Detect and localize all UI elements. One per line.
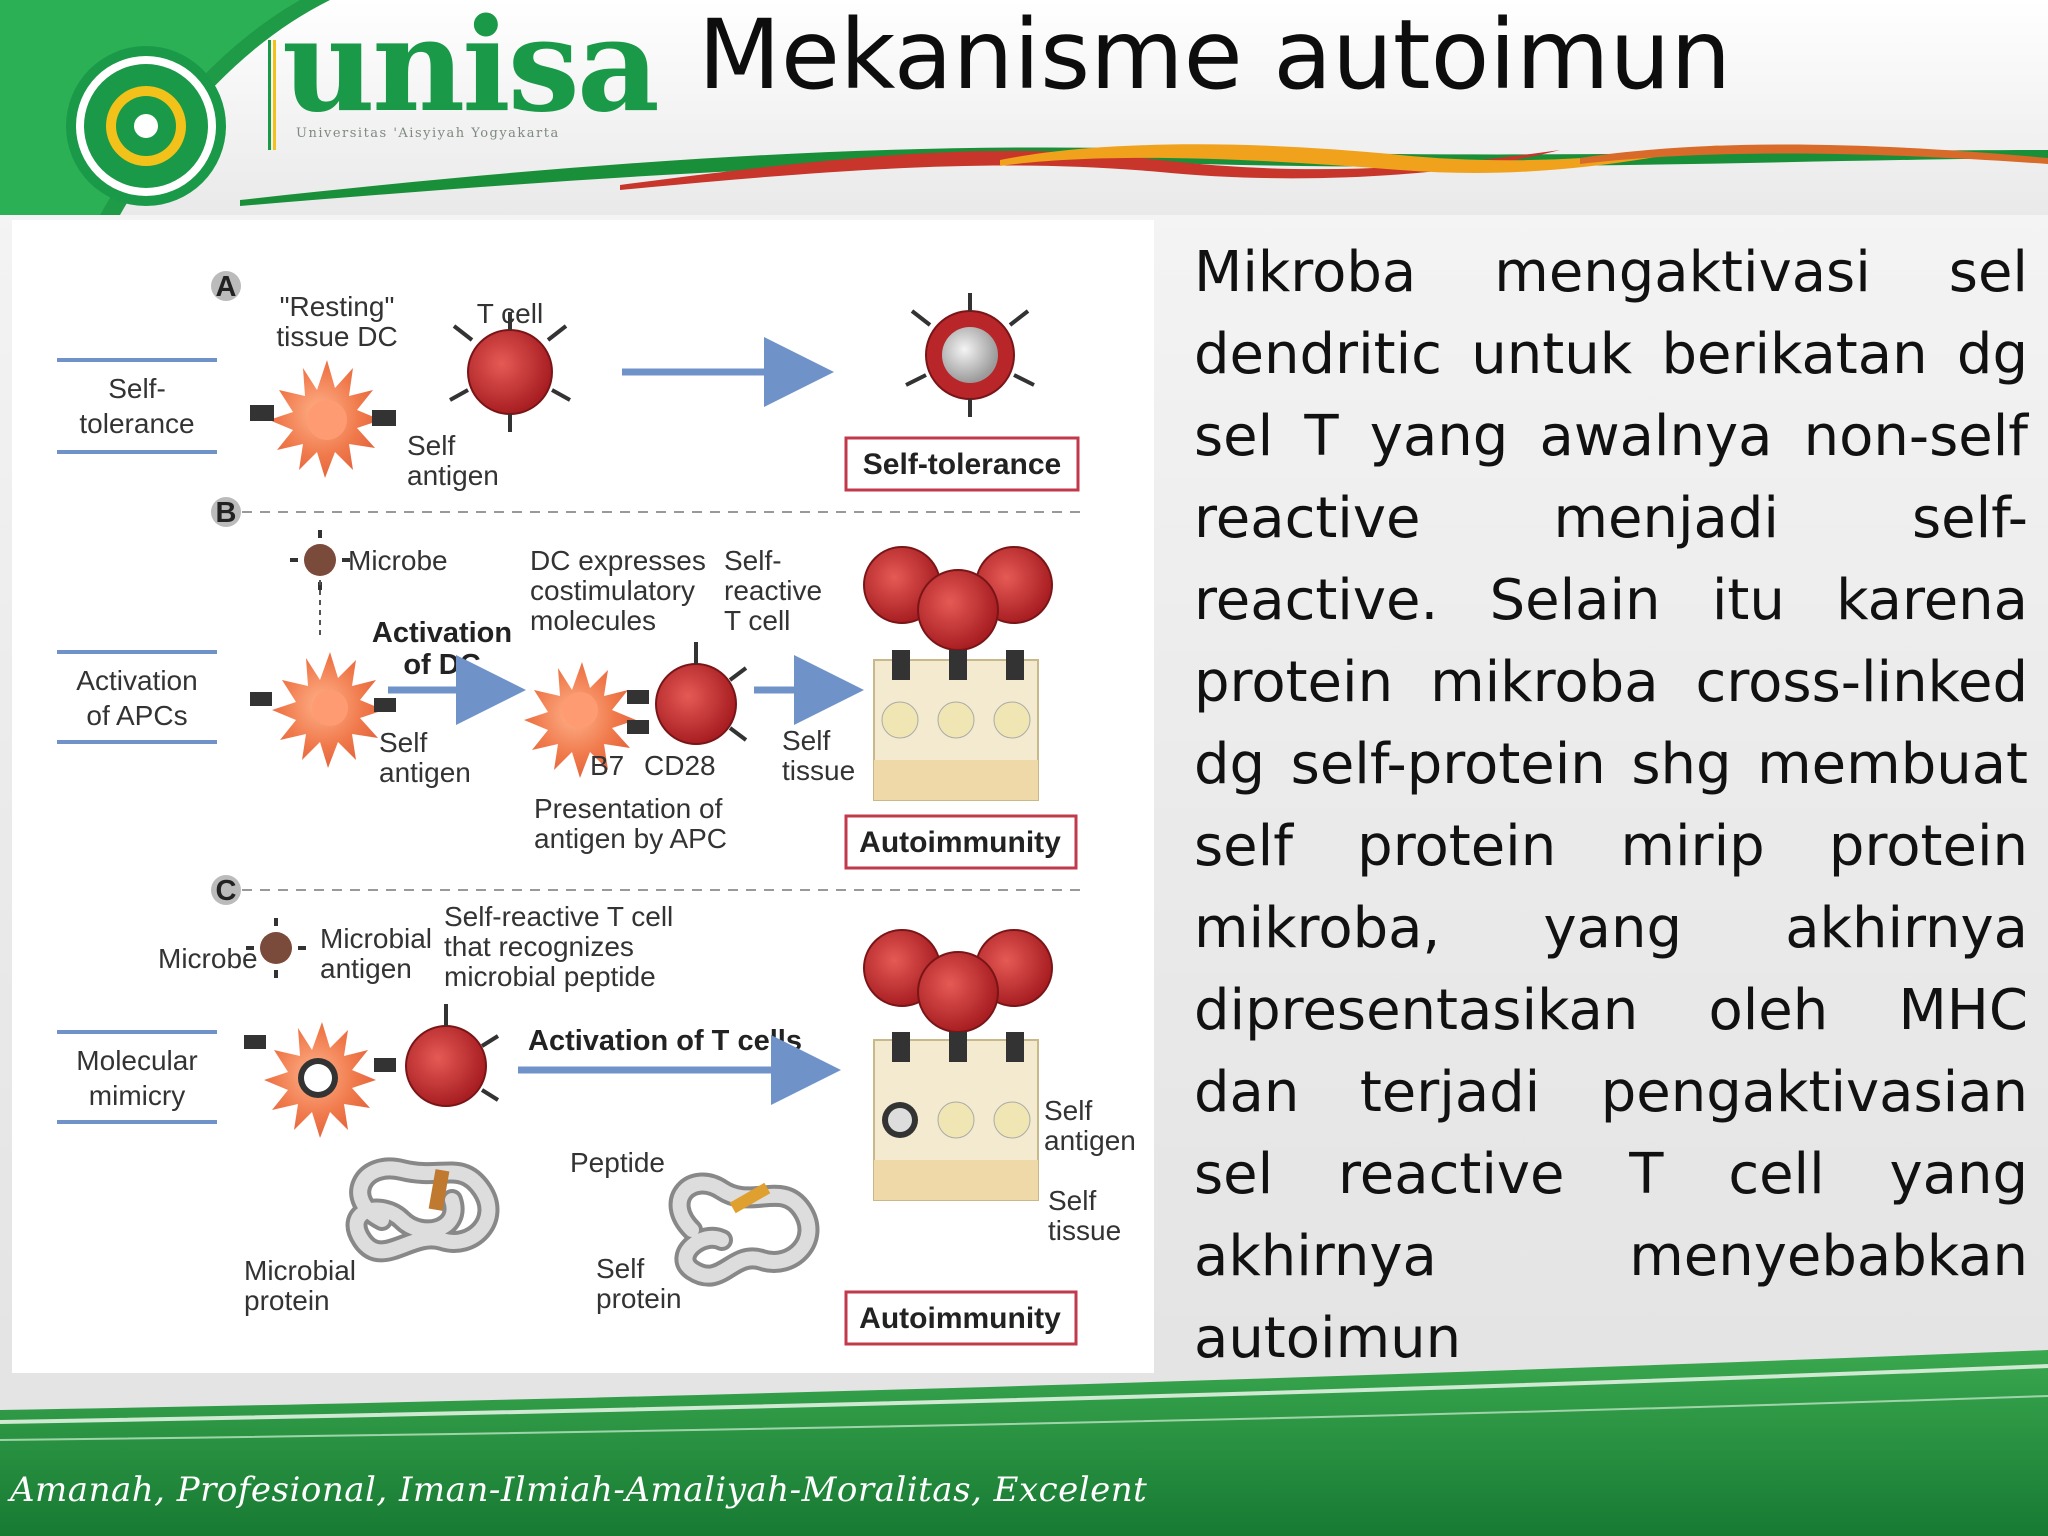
self-tissue-c-icon — [873, 1039, 1039, 1201]
panel-a-side-label-1: Self- — [108, 373, 166, 404]
microbe-icon — [290, 530, 350, 590]
header-swoosh-red — [620, 150, 1560, 190]
panel-c-self-reactive-1: Self-reactive T cell — [444, 901, 673, 932]
panel-b-dc-expresses-3: molecules — [530, 605, 656, 636]
figure-illustration: A Self- tolerance "Resting" tissue DC T … — [57, 271, 1136, 1346]
activated-dc-icon — [524, 662, 649, 778]
mimicry-t-cell-icon — [405, 1004, 500, 1107]
panel-b-self-tissue-1: Self — [782, 725, 830, 756]
panel-c-outcome: Autoimmunity — [859, 1302, 1061, 1335]
autoreactive-t-cells-b-icon — [863, 546, 1053, 680]
panel-b-side-label-1: Activation — [76, 665, 197, 696]
panel-c-microbe: Microbe — [158, 943, 258, 974]
self-tissue-b-icon — [873, 659, 1039, 801]
panel-b-self-tissue-2: tissue — [782, 755, 855, 786]
panel-c-side-label-1: Molecular — [76, 1045, 197, 1076]
tolerant-t-cell-icon — [905, 293, 1035, 417]
panel-c-microbial-protein-1: Microbial — [244, 1255, 356, 1286]
panel-c-self-protein-1: Self — [596, 1253, 644, 1284]
logo-divider — [268, 40, 276, 150]
panel-a-self-antigen-2: antigen — [407, 460, 499, 491]
panel-b-self-reactive-2: reactive — [724, 575, 822, 606]
mimicry-dc-icon — [244, 1022, 396, 1138]
panel-b-self-reactive-1: Self- — [724, 545, 782, 576]
panel-c: C Molecular mimicry Microbe Microbial an… — [57, 875, 1136, 1346]
resting-dc-icon — [250, 360, 396, 478]
panel-b-b7: B7 — [590, 750, 624, 781]
panel-a-resting-dc-2: tissue DC — [276, 321, 397, 352]
panel-c-self-tissue-1: Self — [1048, 1185, 1096, 1216]
panel-c-microbial-antigen-2: antigen — [320, 953, 412, 984]
panel-a-outcome-box — [844, 436, 1080, 492]
panel-a-resting-dc-1: "Resting" — [280, 291, 395, 322]
panel-b-outcome-box — [844, 814, 1078, 870]
panel-a-self-antigen-1: Self — [407, 430, 455, 461]
panel-c-self-tissue-2: tissue — [1048, 1215, 1121, 1246]
panel-a: A Self- tolerance "Resting" tissue DC T … — [57, 271, 1080, 492]
microbial-protein-icon — [345, 1157, 500, 1263]
university-seal-icon — [66, 46, 226, 206]
panel-c-self-reactive-2: that recognizes — [444, 931, 634, 962]
panel-c-letter: C — [216, 875, 237, 907]
panel-b-self-antigen-2: antigen — [379, 757, 471, 788]
panel-a-letter-bg — [211, 271, 241, 301]
panel-b-activation-1: Activation — [372, 617, 512, 649]
panel-b-dc-expresses-1: DC expresses — [530, 545, 706, 576]
panel-c-self-antigen-2: antigen — [1044, 1125, 1136, 1156]
autoreactive-t-cells-c-icon — [863, 929, 1053, 1062]
panel-a-letter: A — [216, 271, 237, 303]
panel-b-letter: B — [216, 497, 237, 529]
activating-dc-icon — [250, 652, 396, 768]
panel-c-microbial-antigen-1: Microbial — [320, 923, 432, 954]
page-title: Mekanisme autoimun — [698, 0, 1732, 111]
panel-b-presentation-1: Presentation of — [534, 793, 723, 824]
self-reactive-t-cell-icon — [655, 642, 748, 745]
panel-b-microbe: Microbe — [348, 545, 448, 576]
panel-c-microbial-protein-2: protein — [244, 1285, 330, 1316]
logo-subtitle: Universitas 'Aisyiyah Yogyakarta — [296, 126, 560, 141]
autoimmunity-figure: A Self- tolerance "Resting" tissue DC T … — [12, 220, 1154, 1373]
panel-c-self-protein-2: protein — [596, 1283, 682, 1314]
panel-c-activation: Activation of T cells — [528, 1025, 802, 1057]
footer-motto: Amanah, Profesional, Iman-Ilmiah-Amaliya… — [10, 1470, 1148, 1510]
panel-b-cd28: CD28 — [644, 750, 716, 781]
footer-band — [0, 1350, 2048, 1536]
panel-b-side-label-2: of APCs — [86, 700, 187, 731]
panel-b: B Activation of APCs Microbe Self antige… — [57, 497, 1078, 870]
panel-b-self-antigen-1: Self — [379, 727, 427, 758]
explanation-paragraph: Mikroba mengaktivasi sel dendritic untuk… — [1194, 240, 2028, 1371]
microbe-c-icon — [246, 918, 306, 978]
panel-b-activation-2: of DC — [403, 649, 480, 681]
panel-c-outcome-box — [844, 1290, 1078, 1346]
slide-header: unisa Universitas 'Aisyiyah Yogyakarta M… — [0, 0, 2048, 215]
panel-b-self-reactive-3: T cell — [724, 605, 790, 636]
logo-wordmark: unisa — [282, 0, 660, 141]
t-cell-icon — [449, 312, 571, 432]
panel-b-presentation-2: antigen by APC — [534, 823, 727, 854]
panel-c-side-label-2: mimicry — [89, 1080, 185, 1111]
panel-a-outcome: Self-tolerance — [863, 448, 1061, 481]
panel-b-outcome: Autoimmunity — [859, 826, 1061, 859]
panel-c-self-reactive-3: microbial peptide — [444, 961, 656, 992]
self-protein-icon — [668, 1172, 820, 1287]
panel-a-side-label-2: tolerance — [79, 408, 194, 439]
header-swoosh-orange — [1000, 144, 1720, 173]
panel-c-self-antigen-1: Self — [1044, 1095, 1092, 1126]
panel-c-peptide: Peptide — [570, 1147, 665, 1178]
panel-b-dc-expresses-2: costimulatory — [530, 575, 695, 606]
